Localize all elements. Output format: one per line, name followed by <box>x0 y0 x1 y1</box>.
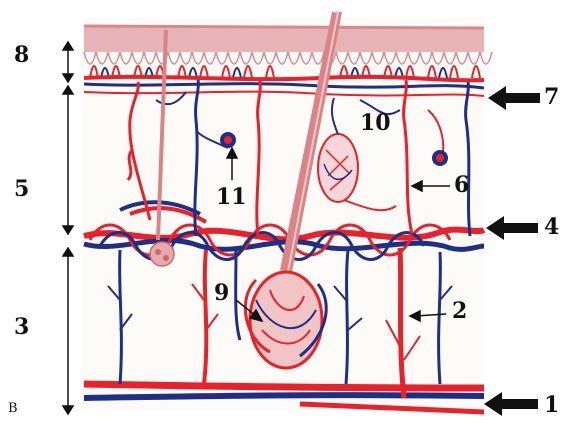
label-3: 3 <box>14 316 29 338</box>
figure-letter: B <box>8 402 18 415</box>
label-1: 1 <box>544 394 559 416</box>
label-8: 8 <box>14 44 29 66</box>
label-2: 2 <box>452 300 467 322</box>
layer-brackets <box>63 42 73 414</box>
label-6: 6 <box>454 174 469 196</box>
label-9: 9 <box>214 282 229 304</box>
label-7: 7 <box>544 86 559 108</box>
label-5: 5 <box>14 178 29 200</box>
label-4: 4 <box>544 216 559 238</box>
thick-arrows <box>484 86 540 416</box>
label-11: 11 <box>216 186 247 208</box>
label-10: 10 <box>360 112 391 134</box>
